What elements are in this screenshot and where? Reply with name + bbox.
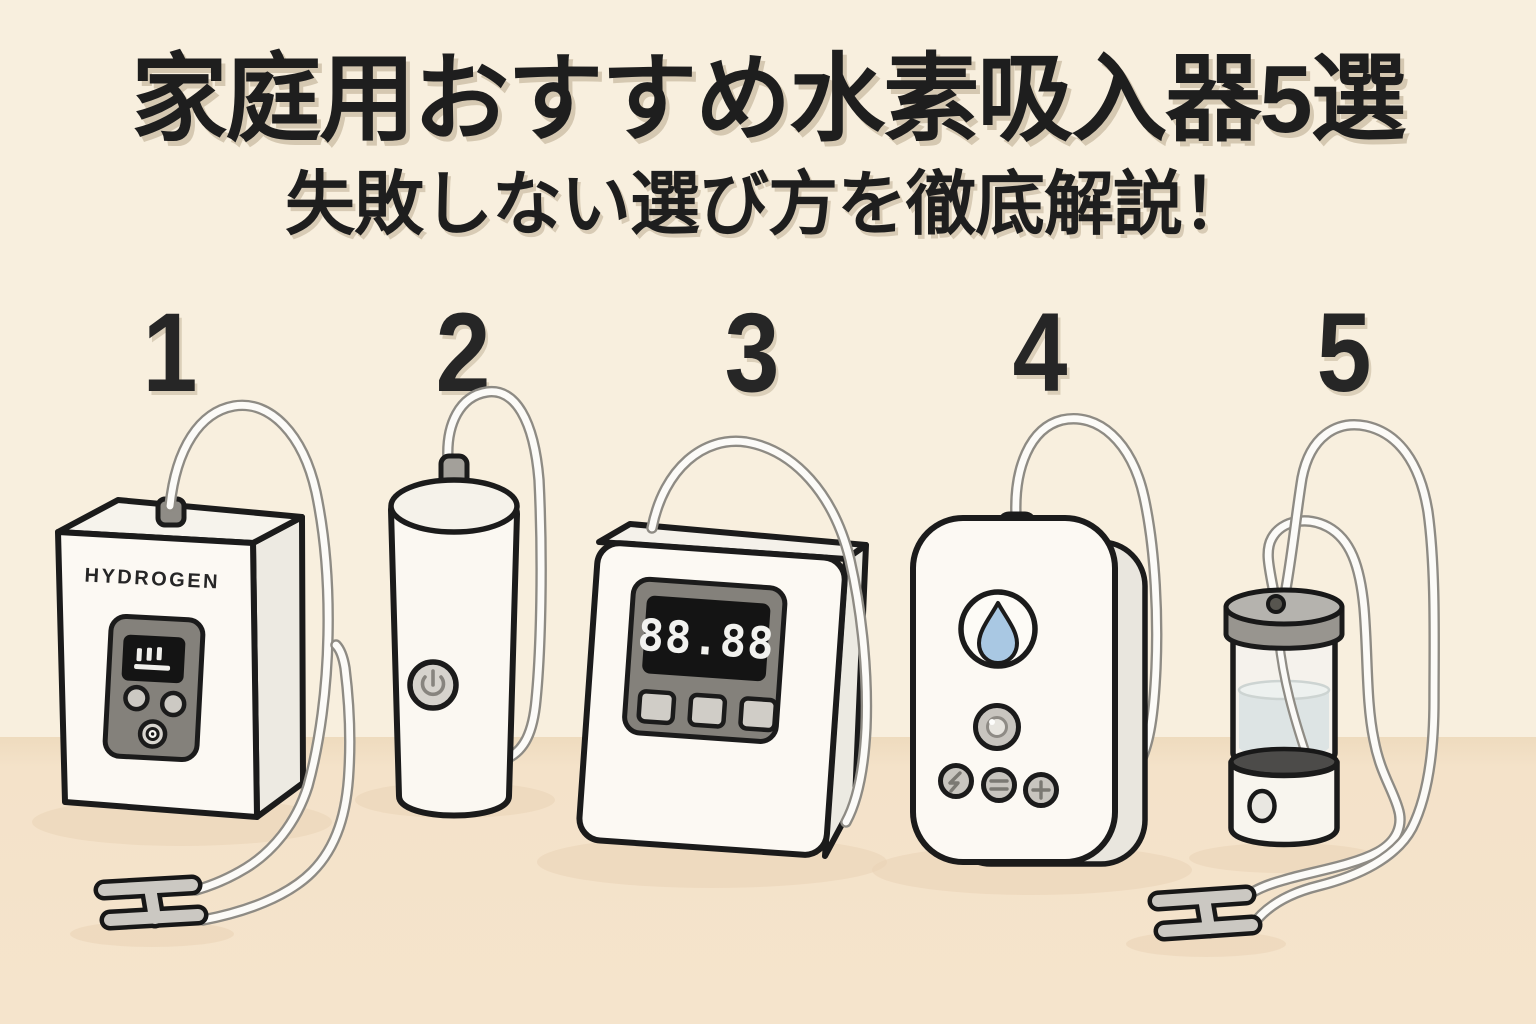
- water-drop-indicator: [958, 589, 1038, 669]
- device-3-button-1: [636, 689, 677, 726]
- page-title: 家庭用おすすめ水素吸入器5選: [131, 46, 1406, 153]
- device-1-side-face: [250, 514, 306, 820]
- plus-icon: [1031, 780, 1051, 800]
- battery-level-icon: [134, 647, 171, 671]
- device-3-screen: [642, 595, 771, 682]
- page-subtitle: 失敗しない選び方を徹底解説！: [285, 165, 1252, 243]
- device-5-bottle-inhaler: [1223, 587, 1345, 848]
- water-drop-icon: [977, 601, 1019, 665]
- device-2-top: [388, 477, 520, 535]
- device-5-base: [1228, 759, 1340, 848]
- device-4-compact-inhaler: [910, 511, 1148, 867]
- device-1-control-panel: [102, 613, 206, 763]
- device-5-power-button: [1247, 788, 1277, 824]
- product-number-3: 3: [724, 290, 780, 415]
- power-button: [407, 659, 459, 711]
- device-5-inner-tube: [1276, 637, 1309, 757]
- device-1-button-right: [159, 690, 187, 718]
- bolt-icon: [948, 771, 962, 793]
- device-4-mode-button: [938, 763, 974, 799]
- device-1-screen: [121, 634, 186, 684]
- device-3-tube: [646, 435, 873, 828]
- device-3-display-inhaler: 88.88: [576, 521, 869, 859]
- device-2-tube: [442, 385, 547, 764]
- product-number-1: 1: [142, 290, 198, 415]
- product-number-4: 4: [1012, 290, 1068, 415]
- device-4-front-face: [910, 515, 1118, 865]
- device-2-stick-inhaler: [388, 453, 520, 819]
- device-1-box-inhaler: HYDROGEN: [55, 496, 306, 820]
- device-5-outlet-port: [1266, 594, 1286, 614]
- device-5-tube: [1240, 419, 1440, 932]
- device-3-button-2: [687, 692, 728, 729]
- device-2-body: [388, 483, 520, 819]
- device-4-power-button: [973, 703, 1021, 751]
- nasal-cannula-right: [1147, 884, 1263, 942]
- device-3-display-value: 88.88: [636, 610, 777, 670]
- device-1-power-button: [137, 719, 168, 749]
- device-4-flow-button: [981, 767, 1017, 803]
- power-icon: [420, 669, 446, 697]
- device-1-button-left: [123, 684, 150, 712]
- nasal-cannula-left: [93, 874, 209, 931]
- product-number-5: 5: [1316, 290, 1372, 415]
- device-3-button-3: [738, 696, 778, 733]
- device-4-small-buttons: [938, 763, 1059, 808]
- device-1-tube: [164, 399, 356, 926]
- equals-icon: [989, 779, 1009, 791]
- device-3-control-panel: 88.88: [622, 576, 788, 744]
